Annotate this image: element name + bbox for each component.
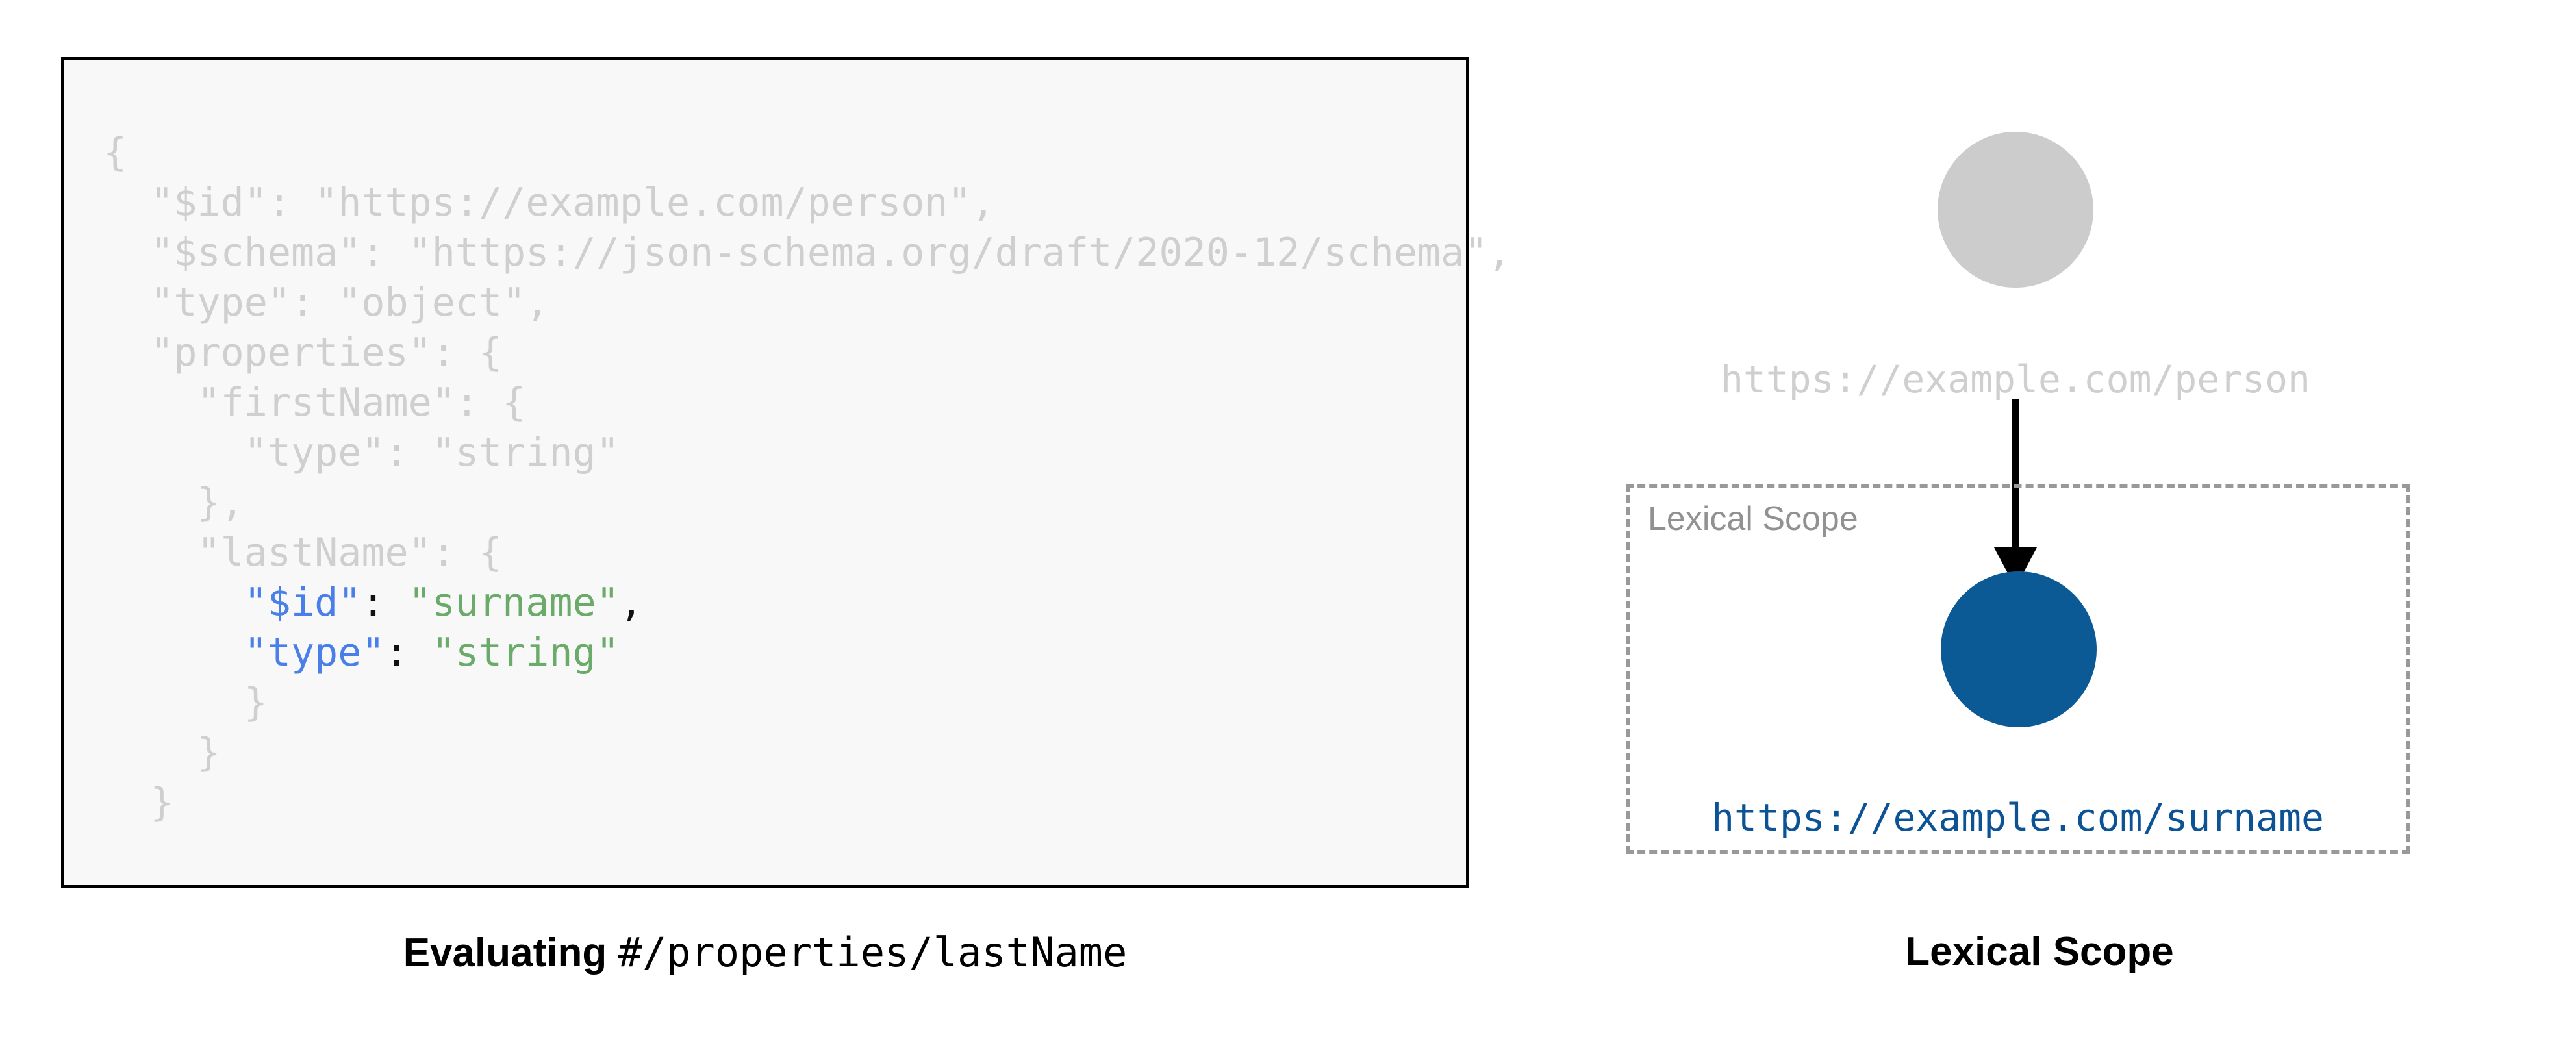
code-token-key: "$id" (244, 580, 362, 625)
code-line: { (103, 128, 1511, 178)
code-token-punct: : (361, 580, 409, 625)
code-line: "$schema": "https://json-schema.org/draf… (103, 228, 1511, 278)
inner-node-circle-icon (1941, 571, 2097, 727)
code-token-punct: , (619, 580, 643, 625)
lexical-scope-box: Lexical Scope (1626, 484, 2410, 854)
code-line: }, (103, 478, 1511, 528)
left-caption-bold: Evaluating (403, 931, 618, 975)
scope-diagram: https://example.com/person Lexical Scope… (1559, 39, 2520, 1000)
code-token-dim: "type": "string" (244, 430, 620, 475)
lexical-scope-box-label: Lexical Scope (1648, 500, 1858, 538)
code-line: "type": "object", (103, 278, 1511, 328)
code-line: "$id": "https://example.com/person", (103, 178, 1511, 228)
code-line: "properties": { (103, 328, 1511, 378)
outer-node-circle-icon (1938, 132, 2093, 288)
code-line: } (103, 678, 1511, 728)
code-line: "$id": "surname", (103, 578, 1511, 628)
code-token-punct: : (385, 630, 432, 675)
right-caption: Lexical Scope (1905, 929, 2174, 974)
code-line: } (103, 778, 1511, 828)
code-token-dim: "$schema": "https://json-schema.org/draf… (150, 230, 1511, 275)
code-line: "firstName": { (103, 378, 1511, 428)
down-arrow-icon (1994, 399, 2037, 588)
code-token-key: "type" (244, 630, 385, 675)
code-line: "type": "string" (103, 628, 1511, 678)
code-line: } (103, 728, 1511, 778)
code-token-dim: "lastName": { (197, 530, 503, 575)
code-token-dim: } (197, 730, 221, 775)
code-line: "lastName": { (103, 528, 1511, 578)
code-token-str: "string" (431, 630, 620, 675)
code-token-dim: "firstName": { (197, 380, 526, 425)
code-token-dim: } (244, 680, 268, 725)
left-caption: Evaluating #/properties/lastName (61, 929, 1469, 976)
inner-node-label: https://example.com/surname (1711, 795, 2324, 840)
code-token-dim: { (103, 130, 127, 175)
code-line: "type": "string" (103, 428, 1511, 478)
left-caption-pointer: #/properties/lastName (618, 929, 1128, 976)
json-schema-code-block: { "$id": "https://example.com/person", "… (61, 57, 1511, 888)
code-token-dim: "properties": { (150, 330, 503, 375)
code-token-str: "surname" (408, 580, 620, 625)
code-listing: { "$id": "https://example.com/person", "… (103, 128, 1511, 828)
code-token-dim: }, (197, 480, 244, 525)
code-token-dim: "$id": "https://example.com/person", (150, 180, 995, 225)
code-token-dim: "type": "object", (150, 280, 549, 325)
code-token-dim: } (150, 780, 174, 825)
outer-node-label: https://example.com/person (1721, 357, 2310, 401)
